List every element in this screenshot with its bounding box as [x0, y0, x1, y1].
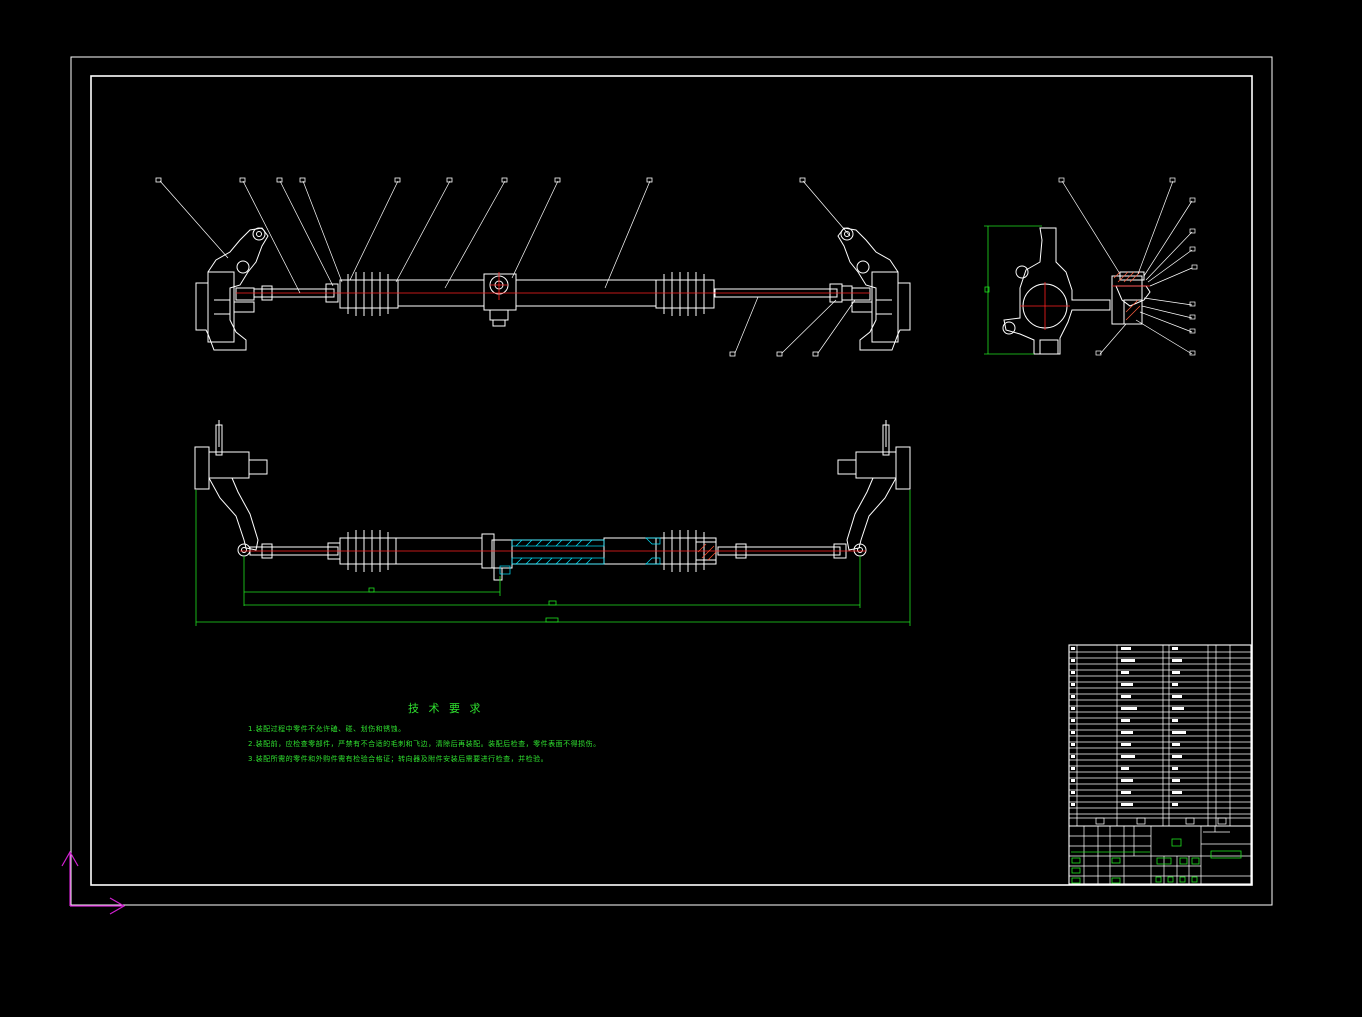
right-steering-knuckle: [837, 227, 911, 351]
ucs-axis-icon: [61, 850, 126, 915]
outer-border: [70, 56, 1273, 906]
side-view-dimension: [984, 225, 1042, 355]
title-block-green-fields: [1071, 838, 1242, 884]
section-hatching: [499, 537, 661, 575]
technical-requirement-1: 1.装配过程中零件不允许磕、碰、划伤和锈蚀。: [248, 725, 406, 733]
technical-requirement-3: 3.装配所需的零件和外购件需有检验合格证；转向器及附件安装后需要进行检查，并检验…: [248, 755, 549, 763]
left-knuckle-top-view: [194, 420, 268, 557]
side-view-hatching: [1113, 271, 1141, 321]
parts-list-rows: [1069, 651, 1251, 819]
side-view-leaders: [1058, 177, 1198, 356]
part-leader-lines: [159, 180, 856, 354]
technical-requirements-title: 技 术 要 求: [408, 702, 484, 715]
left-dust-boot: [339, 272, 399, 316]
parts-list-table: [1068, 644, 1252, 885]
parts-list-text-marks: [1071, 647, 1186, 806]
right-dust-boot: [655, 272, 715, 316]
front-view-steering-assembly: [195, 227, 911, 351]
drawing-frame: [70, 56, 1273, 906]
right-knuckle-top-view: [837, 420, 911, 557]
top-view-steering-assembly: [194, 420, 911, 581]
balloon-markers: [155, 177, 819, 357]
left-steering-knuckle: [195, 227, 269, 351]
technical-requirement-2: 2.装配前，应检查零部件，严禁有不合适的毛刺和飞边，清除后再装配。装配后检查，零…: [248, 740, 601, 748]
inner-border: [90, 75, 1253, 886]
dimension-lines: [195, 490, 911, 626]
section-hatch-red: [697, 543, 717, 561]
pinion-housing: [483, 273, 517, 311]
side-view-knuckle: [1002, 227, 1151, 355]
